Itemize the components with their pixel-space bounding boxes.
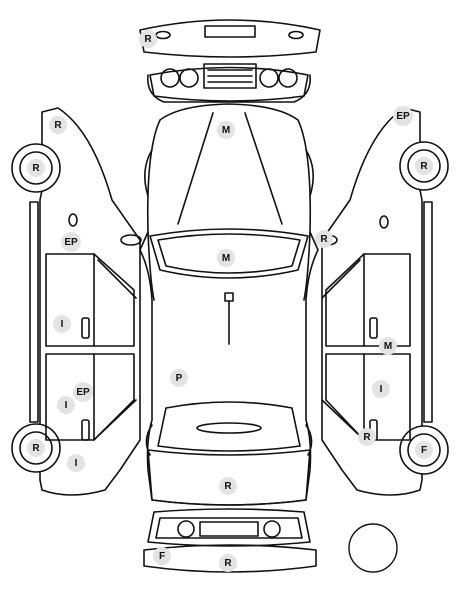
damage-marker-right-rear-wheel[interactable]: F	[415, 441, 433, 459]
top-view	[120, 103, 338, 506]
damage-marker-right-mirror[interactable]: R	[315, 230, 333, 248]
marker-code: M	[384, 341, 392, 352]
damage-markers: R M M R P R F R R R EP I EP I R I EP R M I R F	[27, 30, 433, 572]
marker-code: R	[363, 432, 371, 443]
marker-badge	[379, 337, 397, 355]
damage-marker-right-front-door[interactable]: M	[379, 337, 397, 355]
damage-marker-left-rear-wheel[interactable]: R	[27, 439, 45, 457]
marker-badge	[49, 116, 67, 134]
marker-code: R	[224, 558, 232, 569]
damage-marker-left-front-wheel[interactable]: R	[27, 159, 45, 177]
marker-badge	[53, 315, 71, 333]
marker-code: R	[144, 34, 152, 45]
damage-marker-front-bumper[interactable]: R	[139, 30, 157, 48]
marker-badge	[217, 249, 235, 267]
damage-marker-right-rear-quarter[interactable]: R	[358, 428, 376, 446]
marker-code: I	[65, 400, 68, 411]
marker-code: I	[61, 319, 64, 330]
marker-code: EP	[64, 237, 78, 248]
marker-badge	[73, 382, 93, 402]
marker-badge	[393, 106, 413, 126]
marker-code: M	[222, 125, 230, 136]
damage-marker-left-front-fender[interactable]: R	[49, 116, 67, 134]
marker-badge	[170, 369, 188, 387]
marker-badge	[315, 230, 333, 248]
right-side-view	[321, 107, 449, 496]
damage-marker-left-rear-door[interactable]: EP	[73, 382, 93, 402]
marker-code: R	[32, 443, 40, 454]
marker-code: F	[421, 445, 427, 456]
marker-code: R	[54, 120, 62, 131]
marker-badge	[217, 121, 235, 139]
rear-view	[143, 508, 317, 573]
marker-code: R	[320, 234, 328, 245]
marker-code: F	[159, 551, 165, 562]
marker-badge	[61, 232, 81, 252]
empty-selection-circle[interactable]	[348, 523, 398, 573]
marker-code: I	[380, 384, 383, 395]
marker-badge	[219, 554, 237, 572]
damage-marker-right-front-fender[interactable]: EP	[393, 106, 413, 126]
marker-code: M	[222, 253, 230, 264]
damage-marker-rear-bumper-left[interactable]: F	[153, 547, 171, 565]
marker-code: EP	[396, 111, 410, 122]
marker-code: R	[224, 481, 232, 492]
damage-marker-left-rear-door-panel[interactable]: I	[57, 396, 75, 414]
damage-marker-left-rear-quarter[interactable]: I	[67, 454, 85, 472]
damage-marker-right-front-wheel[interactable]: R	[415, 157, 433, 175]
marker-badge	[372, 380, 390, 398]
marker-badge	[219, 477, 237, 495]
damage-marker-roof[interactable]: P	[170, 369, 188, 387]
damage-marker-right-rear-door[interactable]: I	[372, 380, 390, 398]
marker-code: P	[176, 373, 183, 384]
damage-marker-windshield[interactable]: M	[217, 249, 235, 267]
marker-badge	[57, 396, 75, 414]
marker-badge	[415, 157, 433, 175]
damage-marker-trunk[interactable]: R	[219, 477, 237, 495]
marker-code: EP	[76, 387, 90, 398]
marker-badge	[139, 30, 157, 48]
marker-badge	[358, 428, 376, 446]
damage-marker-left-front-door-panel[interactable]: I	[53, 315, 71, 333]
damage-marker-left-front-door[interactable]: EP	[61, 232, 81, 252]
marker-code: R	[420, 161, 428, 172]
damage-marker-hood[interactable]: M	[217, 121, 235, 139]
marker-badge	[27, 159, 45, 177]
marker-badge	[153, 547, 171, 565]
marker-badge	[27, 439, 45, 457]
front-view	[139, 19, 321, 103]
marker-badge	[415, 441, 433, 459]
marker-code: R	[32, 163, 40, 174]
marker-badge	[67, 454, 85, 472]
damage-marker-rear-bumper[interactable]: R	[219, 554, 237, 572]
marker-code: I	[75, 458, 78, 469]
